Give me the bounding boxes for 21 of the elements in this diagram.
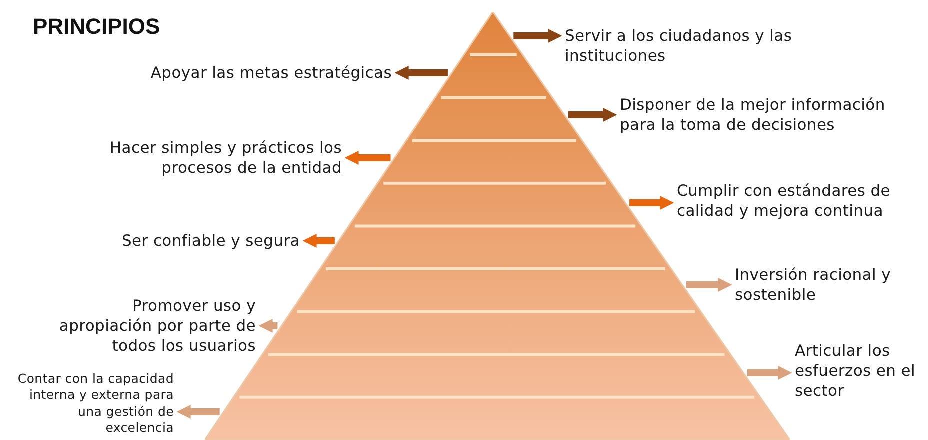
arrow	[258, 319, 278, 333]
principle-text: Contar con la capacidad interna y externa para una gestión de excelencia	[14, 371, 174, 436]
principle-text: Articular los esfuerzos en el sector	[795, 341, 925, 402]
title: PRINCIPIOS	[33, 14, 160, 40]
principle-text: Promover uso y apropiación por parte de todos los usuarios	[51, 296, 256, 356]
principle-text: Apoyar las metas estratégicas	[92, 63, 392, 84]
principle-text: Disponer de la mejor información para la toma de decisiones	[620, 95, 920, 136]
arrow	[568, 108, 618, 122]
principle-text: Cumplir con estándares de calidad y mejora continua	[677, 181, 927, 222]
principle-text: Ser confiable y segura	[40, 231, 300, 252]
arrow	[394, 66, 448, 80]
arrow	[176, 405, 220, 419]
principle-text: Servir a los ciudadanos y las instituciones	[565, 26, 825, 66]
principle-text: Inversión racional y sostenible	[735, 265, 925, 306]
arrow	[686, 278, 732, 292]
arrow	[748, 366, 792, 380]
principle-text: Hacer simples y prácticos los procesos de la entidad	[42, 138, 342, 178]
arrow	[302, 234, 335, 248]
arrow	[630, 196, 674, 210]
arrow	[514, 29, 562, 43]
arrow	[344, 151, 391, 165]
